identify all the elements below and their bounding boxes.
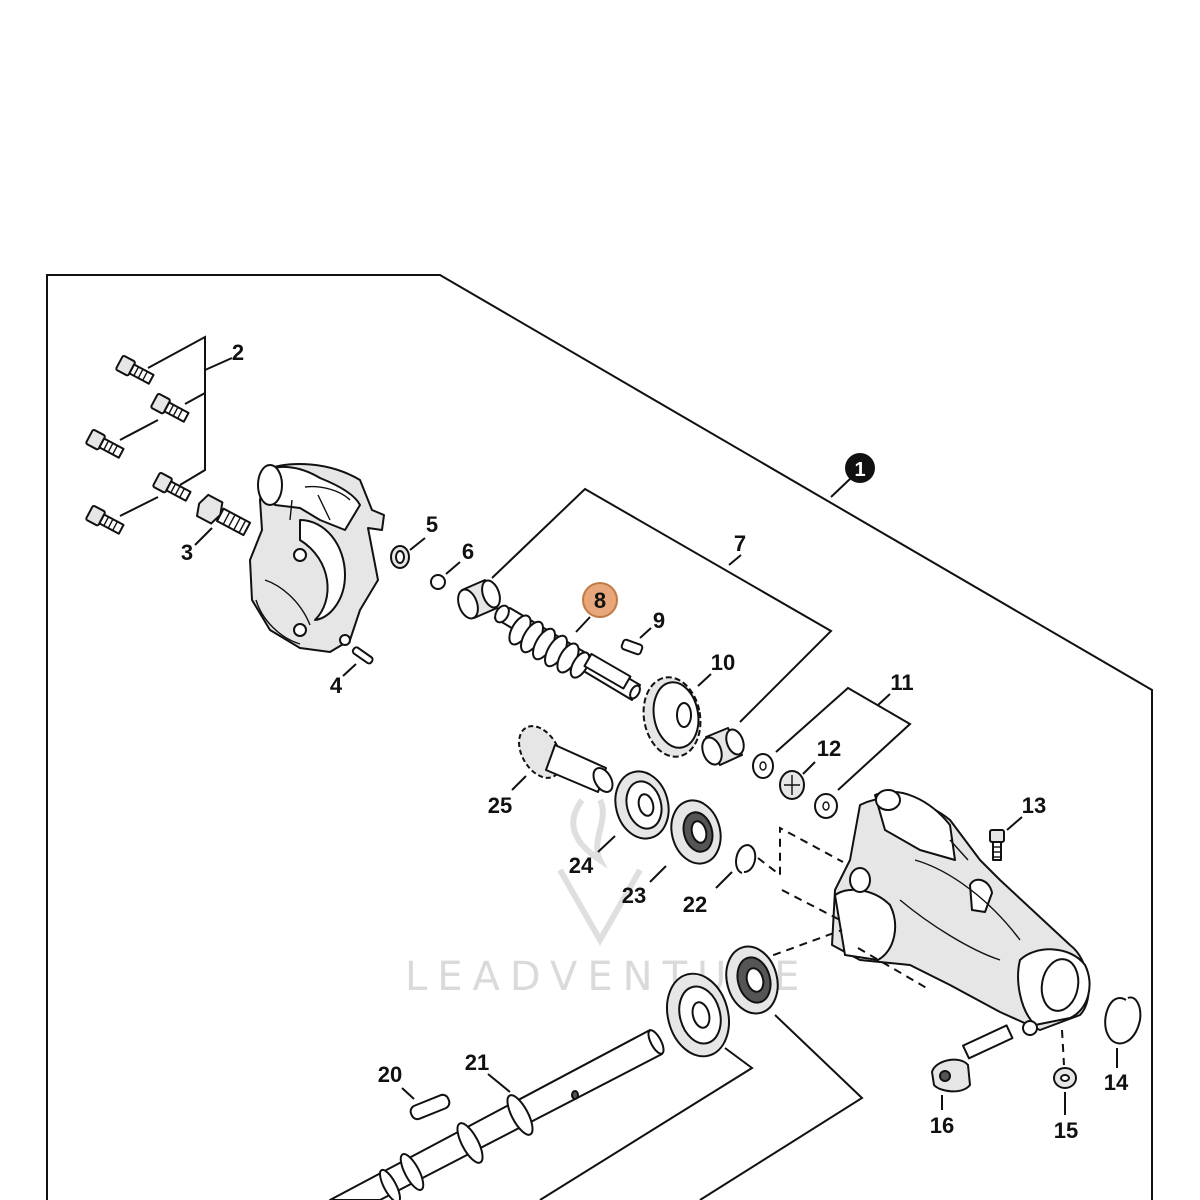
callout-22: 22: [683, 892, 707, 917]
callout-12: 12: [817, 736, 841, 761]
gear-housing: [831, 789, 1091, 1036]
bearing-main-upper: [725, 945, 779, 1015]
callout-4: 4: [330, 673, 343, 698]
callout-11: 11: [890, 670, 913, 695]
bracket-main-bearings: [539, 1047, 754, 1200]
callout-2: 2: [232, 340, 244, 365]
screw-13: [989, 816, 1023, 861]
callout-13: 13: [1022, 793, 1046, 818]
callout-9: 9: [653, 608, 665, 633]
callout-labels: 2 3 4 5 6 7 9 10 11 12 13 14 15 16 20 21…: [181, 340, 1129, 1143]
callout-25: 25: [488, 793, 512, 818]
callout-24: 24: [569, 853, 594, 878]
key-9: [620, 627, 652, 656]
key-20: [401, 1087, 451, 1121]
callout-21: 21: [465, 1050, 489, 1075]
svg-text:8: 8: [594, 588, 606, 613]
worm-shaft-8: [494, 604, 641, 701]
svg-text:1: 1: [854, 459, 865, 481]
bracket-11: [775, 686, 912, 791]
washer-5: [390, 537, 426, 569]
washer-11b: [814, 793, 838, 819]
bearing-23: [649, 799, 722, 883]
callout-16: 16: [930, 1113, 954, 1138]
callout-10: 10: [711, 650, 735, 675]
callout-3: 3: [181, 540, 193, 565]
circlip-14: [1104, 996, 1142, 1068]
callout-8-highlight[interactable]: 8: [575, 582, 618, 633]
washer-11a: [752, 753, 774, 779]
callout-5: 5: [426, 512, 438, 537]
drive-shaft-21: [329, 1029, 665, 1200]
bolt-3: [196, 493, 252, 537]
screw-16: [931, 1024, 1014, 1110]
needle-sleeve-right: [701, 727, 745, 766]
callout-7: 7: [734, 531, 746, 556]
seal-12: [779, 761, 816, 800]
bearing-24: [597, 770, 670, 853]
callout-23: 23: [622, 883, 646, 908]
callout-15: 15: [1054, 1118, 1078, 1143]
washer-15: [1053, 1029, 1077, 1115]
needle-sleeve-left: [457, 579, 501, 620]
assembly-boundary: [46, 274, 1153, 1200]
circlip-22: [715, 826, 844, 889]
gear-10: [642, 673, 712, 758]
callout-20: 20: [378, 1062, 402, 1087]
screw-set-2: [85, 335, 233, 535]
assembly-marker: 1: [830, 453, 875, 498]
o-ring-6: [430, 561, 461, 590]
pinion-25: [511, 725, 614, 793]
leader-3: [194, 527, 213, 546]
pin-4: [342, 646, 374, 677]
callout-6: 6: [462, 539, 474, 564]
bracket-7: [491, 487, 833, 723]
bearing-main-lower: [666, 972, 730, 1058]
callout-14: 14: [1104, 1070, 1129, 1095]
gear-housing-cover: [249, 463, 385, 653]
